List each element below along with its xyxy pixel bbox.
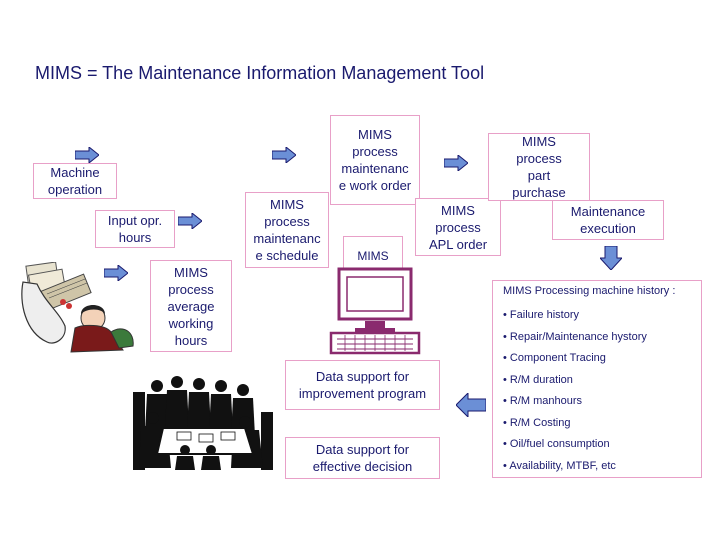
arrow-right-icon (272, 147, 296, 163)
process-apl-order-label: MIMS process APL order (428, 202, 488, 252)
machine-history-box: MIMS Processing machine history : Failur… (492, 280, 702, 478)
process-schedule-label: MIMS process maintenanc e schedule (253, 197, 321, 263)
arrow-down-icon (600, 246, 622, 270)
machine-history-list: Failure history Repair/Maintenance hysto… (503, 308, 647, 480)
data-decision-box: Data support for effective decision (285, 437, 440, 479)
list-item: Repair/Maintenance hystory (503, 330, 647, 352)
data-improvement-label: Data support for improvement program (298, 369, 427, 401)
process-work-order-box: MIMS process maintenanc e work order (330, 115, 420, 205)
list-item: Failure history (503, 308, 647, 330)
page-title: MIMS = The Maintenance Information Manag… (35, 63, 485, 83)
process-schedule-box: MIMS process maintenanc e schedule (245, 192, 329, 268)
list-item: R/M duration (503, 373, 647, 395)
office-worker-clipart-icon (21, 262, 134, 353)
process-avg-hours-box: MIMS process average working hours (150, 260, 232, 352)
machine-operation-box: Machine operation (33, 163, 117, 199)
process-work-order-label: MIMS process maintenanc e work order (338, 127, 412, 193)
mims-label: MIMS (357, 248, 389, 263)
computer-icon (329, 267, 421, 355)
machine-operation-label: Machine operation (47, 165, 103, 197)
arrow-right-icon (104, 265, 128, 281)
list-item: Oil/fuel consumption (503, 437, 647, 459)
list-item: Component Tracing (503, 351, 647, 373)
data-improvement-box: Data support for improvement program (285, 360, 440, 410)
process-apl-order-box: MIMS process APL order (415, 198, 501, 256)
input-opr-hours-box: Input opr. hours (95, 210, 175, 248)
machine-history-title: MIMS Processing machine history : (503, 285, 676, 297)
list-item: Availability, MTBF, etc (503, 459, 647, 481)
arrow-left-icon (456, 393, 486, 417)
arrow-right-icon (444, 155, 468, 171)
arrow-right-icon (178, 213, 202, 229)
data-decision-label: Data support for effective decision (312, 442, 413, 474)
maintenance-execution-box: Maintenance execution (552, 200, 664, 240)
list-item: R/M manhours (503, 394, 647, 416)
meeting-clipart-icon (133, 376, 273, 470)
process-part-purchase-box: MIMS process part purchase (488, 133, 590, 201)
process-avg-hours-label: MIMS process average working hours (167, 264, 215, 348)
process-part-purchase-label: MIMS process part purchase (512, 134, 566, 200)
input-opr-hours-label: Input opr. hours (107, 213, 163, 245)
maintenance-execution-label: Maintenance execution (570, 204, 646, 236)
arrow-right-icon (75, 147, 99, 163)
list-item: R/M Costing (503, 416, 647, 438)
